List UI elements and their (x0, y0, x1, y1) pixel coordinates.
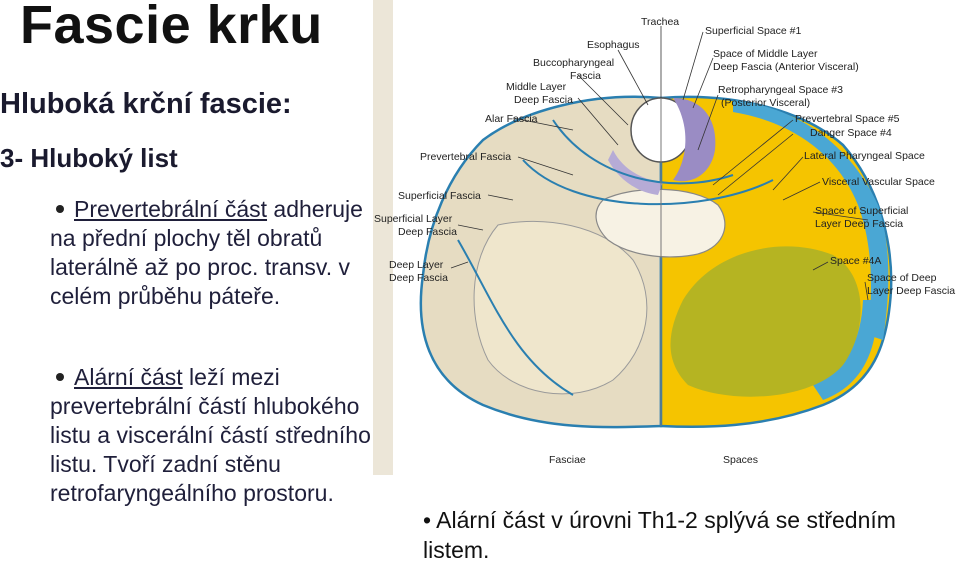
space-4a-region (670, 246, 861, 397)
deep-layer-line (457, 239, 574, 396)
prevertebral-fascia-line (522, 159, 774, 206)
section-heading: 3- Hluboký list (0, 143, 178, 173)
label-danger-space: Danger Space #4 (810, 127, 892, 139)
label-middle-layer: Middle Layer (506, 81, 567, 93)
bullet-prevertebral: Prevertebrální část adheruje na přední p… (50, 195, 380, 311)
label-superficial-fascia: Superficial Fascia (398, 190, 481, 202)
page-title: Fascie krku (20, 0, 323, 55)
label-deep-layer-deep-fascia: Deep Fascia (389, 272, 448, 284)
visceral-space-purple (673, 98, 716, 182)
neck-cross-section-figure: Trachea Esophagus Buccopharyngeal Fascia… (373, 0, 960, 475)
label-deep-space: Space of Deep (867, 272, 937, 284)
bullet-icon (56, 372, 64, 381)
label-deep-layer: Deep Layer (389, 259, 444, 271)
label-superficial-layer: Superficial Layer (374, 213, 453, 225)
subtitle: Hluboká krční fascie: (0, 88, 292, 120)
label-superficial-space-deep-2: Layer Deep Fascia (815, 218, 903, 230)
deep-space-rim (813, 300, 878, 400)
label-visceral-vascular: Visceral Vascular Space (822, 176, 935, 188)
label-superficial-layer-deep-fascia: Deep Fascia (398, 226, 457, 238)
label-prevertebral-fascia: Prevertebral Fascia (420, 151, 511, 163)
bullet-text: leží mezi prevertebrální částí hlubokého… (50, 364, 371, 506)
retropharyngeal-purple (608, 150, 663, 195)
label-fasciae: Fasciae (549, 454, 586, 466)
bullet-link-alar[interactable]: Alární část (74, 364, 183, 390)
bullet-alar: Alární část leží mezi prevertebrální čás… (50, 363, 380, 508)
label-retropharyngeal-2: (Posterior Visceral) (721, 97, 810, 109)
footnote: • Alární část v úrovni Th1-2 splývá se s… (423, 507, 896, 563)
label-esophagus: Esophagus (587, 39, 640, 51)
label-prevertebral-space: Prevertebral Space #5 (795, 113, 900, 125)
label-deep-space-2: Layer Deep Fascia (867, 285, 955, 297)
label-middle-layer-space-2: Deep Fascia (Anterior Visceral) (713, 61, 859, 73)
bullet-icon (56, 204, 64, 213)
label-alar-fascia: Alar Fascia (485, 113, 538, 125)
label-space-4a: Space #4A (830, 255, 881, 267)
bullet-text: adheruje na přední plochy těl obratů lat… (50, 196, 363, 309)
alar-fascia-line (552, 119, 734, 185)
label-middle-layer-deep-fascia: Deep Fascia (514, 94, 573, 106)
label-buccopharyngeal-fascia: Fascia (570, 70, 601, 82)
bullet-link-prevertebral[interactable]: Prevertebrální část (74, 196, 268, 222)
label-retropharyngeal: Retropharyngeal Space #3 (718, 84, 843, 96)
neck-cross-section-diagram: Trachea Esophagus Buccopharyngeal Fascia… (373, 0, 960, 475)
label-lateral-pharyngeal: Lateral Pharyngeal Space (804, 150, 925, 162)
left-muscle-region (473, 220, 648, 395)
label-superficial-space-deep: Space of Superficial (815, 205, 908, 217)
label-trachea: Trachea (641, 16, 679, 28)
label-spaces: Spaces (723, 454, 758, 466)
label-superficial-space: Superficial Space #1 (705, 25, 801, 37)
label-middle-layer-space: Space of Middle Layer (713, 48, 818, 60)
label-buccopharyngeal: Buccopharyngeal (533, 57, 614, 69)
